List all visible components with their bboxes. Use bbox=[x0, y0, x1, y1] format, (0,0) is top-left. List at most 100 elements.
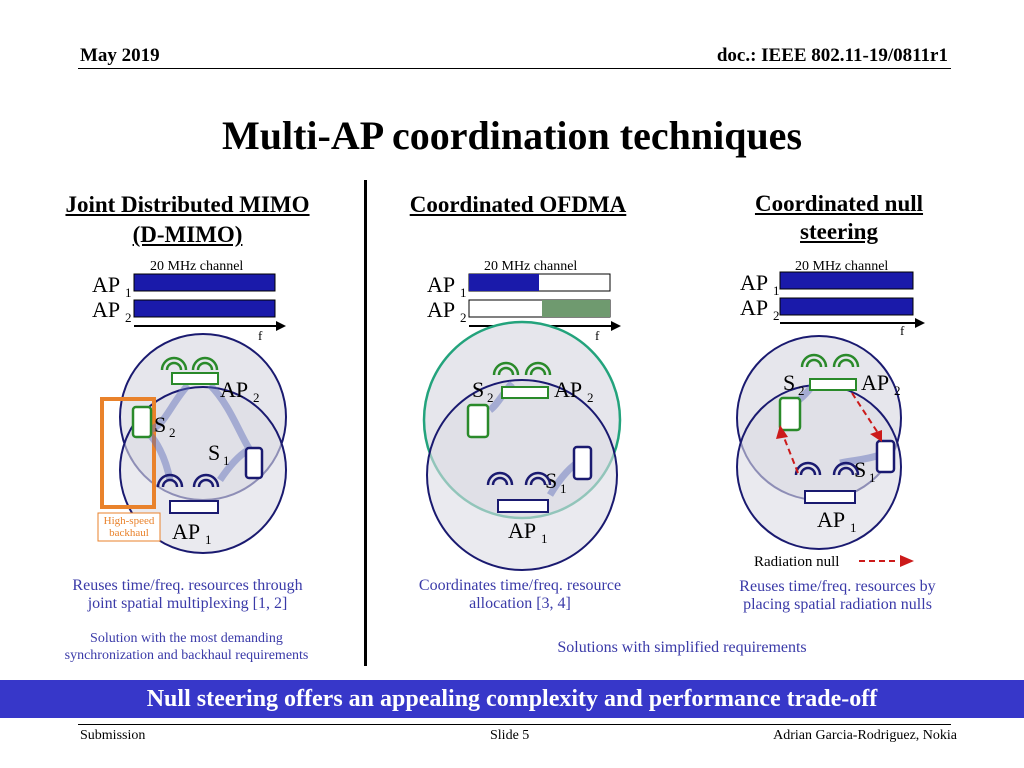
svg-text:f: f bbox=[900, 323, 905, 338]
column-title-null-line1: Coordinated null bbox=[754, 191, 924, 216]
svg-text:2: 2 bbox=[773, 308, 780, 323]
svg-text:f: f bbox=[258, 328, 263, 343]
null-coverage: S 2 AP 2 S 1 AP 1 bbox=[736, 335, 902, 550]
svg-text:High-speed: High-speed bbox=[104, 515, 155, 527]
ap2-bar bbox=[133, 299, 276, 318]
column-title-null-steering: Coordinated null steering bbox=[710, 190, 968, 246]
null-arrow-icon bbox=[870, 430, 882, 442]
header-date: May 2019 bbox=[80, 45, 160, 66]
svg-text:S: S bbox=[854, 457, 866, 482]
svg-text:1: 1 bbox=[125, 285, 132, 300]
backhaul-link bbox=[100, 397, 156, 509]
caption-dmimo: Reuses time/freq. resources through join… bbox=[72, 577, 303, 612]
dmimo-spectrum: 20 MHz channel AP 1 AP 2 f bbox=[92, 259, 286, 343]
svg-text:1: 1 bbox=[850, 520, 857, 535]
svg-text:2: 2 bbox=[894, 383, 901, 398]
null-spectrum: 20 MHz channel AP 1 AP 2 f bbox=[740, 259, 925, 338]
svg-text:2: 2 bbox=[460, 310, 467, 325]
conclusion-banner bbox=[0, 680, 1024, 718]
svg-text:AP: AP bbox=[861, 370, 889, 395]
svg-text:1: 1 bbox=[773, 283, 780, 298]
footer-rule bbox=[78, 724, 951, 725]
svg-text:2: 2 bbox=[487, 390, 494, 405]
column-title-cofdma: Coordinated OFDMA bbox=[409, 192, 627, 217]
svg-text:backhaul: backhaul bbox=[109, 527, 149, 539]
freq-arrow-icon bbox=[915, 318, 925, 328]
svg-text:AP: AP bbox=[172, 519, 200, 544]
column-title-dmimo-line1: Joint Distributed MIMO bbox=[65, 192, 310, 217]
caption-cofdma: Coordinates time/freq. resource allocati… bbox=[418, 577, 622, 612]
svg-text:AP: AP bbox=[554, 377, 582, 402]
ap2-label: AP bbox=[92, 297, 120, 322]
ap2-router-icon bbox=[492, 361, 552, 399]
note-simplified: Solutions with simplified requirements bbox=[557, 639, 807, 656]
svg-text:1: 1 bbox=[223, 453, 230, 468]
station1-phone-icon bbox=[875, 439, 896, 474]
svg-text:2: 2 bbox=[798, 383, 805, 398]
column-title-null-line2: steering bbox=[800, 219, 878, 244]
svg-text:20 MHz channel: 20 MHz channel bbox=[795, 259, 888, 274]
ap1-router-icon bbox=[156, 473, 220, 514]
svg-text:2: 2 bbox=[169, 425, 176, 440]
svg-text:AP: AP bbox=[427, 297, 455, 322]
station1-phone-icon bbox=[244, 446, 264, 480]
station2-phone-icon bbox=[778, 396, 802, 432]
cofdma-coverage: S 2 AP 2 S 1 AP 1 bbox=[422, 320, 622, 571]
null-arrow-icon bbox=[776, 425, 788, 439]
footer-author: Adrian Garcia-Rodriguez, Nokia bbox=[773, 728, 957, 743]
header-rule bbox=[78, 68, 951, 69]
footer-slide-number: Slide 5 bbox=[490, 728, 530, 743]
svg-text:S: S bbox=[472, 377, 484, 402]
conclusion-banner-text: Null steering offers an appealing comple… bbox=[146, 686, 878, 712]
svg-text:f: f bbox=[595, 328, 600, 343]
svg-text:S: S bbox=[545, 468, 557, 493]
slide-title: Multi-AP coordination techniques bbox=[221, 113, 803, 158]
station2-phone-icon bbox=[131, 405, 153, 439]
ap2-router-icon bbox=[800, 353, 860, 391]
svg-text:AP: AP bbox=[427, 272, 455, 297]
null-legend-arrow-icon bbox=[900, 555, 914, 567]
ap1-router-icon bbox=[794, 461, 860, 504]
ap2-router-icon bbox=[160, 356, 219, 385]
svg-text:2: 2 bbox=[587, 390, 594, 405]
svg-text:1: 1 bbox=[869, 470, 876, 485]
svg-text:1: 1 bbox=[560, 481, 567, 496]
svg-text:2: 2 bbox=[253, 390, 260, 405]
ap1-resource-block bbox=[469, 274, 539, 291]
note-dmimo: Solution with the most demanding synchro… bbox=[64, 631, 309, 663]
column-title-dmimo: Joint Distributed MIMO (D-MIMO) bbox=[30, 190, 345, 250]
backhaul-box bbox=[97, 512, 161, 542]
dmimo-figure: 20 MHz channel AP 1 AP 2 f High-speed ba… bbox=[92, 259, 287, 554]
null-steering-figure: 20 MHz channel AP 1 AP 2 f S 2 AP 2 S 1 … bbox=[736, 259, 925, 570]
ap2-resource-block bbox=[542, 300, 610, 317]
ap1-router-icon bbox=[486, 471, 552, 513]
channel-label: 20 MHz channel bbox=[150, 259, 243, 274]
radiation-null-legend: Radiation null bbox=[754, 554, 914, 570]
svg-text:2: 2 bbox=[125, 310, 132, 325]
svg-text:1: 1 bbox=[460, 285, 467, 300]
ap1-bar bbox=[133, 273, 276, 292]
dmimo-coverage: High-speed backhaul AP 2 S 2 S 1 AP 1 bbox=[97, 333, 287, 554]
ap1-label: AP bbox=[92, 272, 120, 297]
svg-text:1: 1 bbox=[541, 531, 548, 546]
svg-text:AP: AP bbox=[508, 518, 536, 543]
column-divider bbox=[364, 180, 367, 666]
svg-text:S: S bbox=[154, 412, 166, 437]
svg-text:AP: AP bbox=[740, 295, 768, 320]
station2-phone-icon bbox=[466, 403, 490, 439]
svg-text:AP: AP bbox=[740, 270, 768, 295]
svg-text:20 MHz channel: 20 MHz channel bbox=[484, 259, 577, 274]
svg-text:Radiation null: Radiation null bbox=[754, 554, 839, 570]
coverage-circle-ap1 bbox=[119, 386, 287, 554]
svg-text:S: S bbox=[208, 440, 220, 465]
svg-text:AP: AP bbox=[817, 507, 845, 532]
cofdma-figure: 20 MHz channel AP 1 AP 2 f S 2 AP 2 S 1 … bbox=[422, 259, 622, 571]
svg-text:S: S bbox=[783, 370, 795, 395]
svg-text:AP: AP bbox=[220, 377, 248, 402]
footer-submission: Submission bbox=[80, 728, 146, 743]
station1-phone-icon bbox=[572, 445, 593, 481]
freq-arrow-icon bbox=[276, 321, 286, 331]
column-title-dmimo-line2: (D-MIMO) bbox=[132, 222, 243, 247]
header-doc-id: doc.: IEEE 802.11-19/0811r1 bbox=[716, 45, 948, 66]
svg-text:1: 1 bbox=[205, 532, 212, 547]
